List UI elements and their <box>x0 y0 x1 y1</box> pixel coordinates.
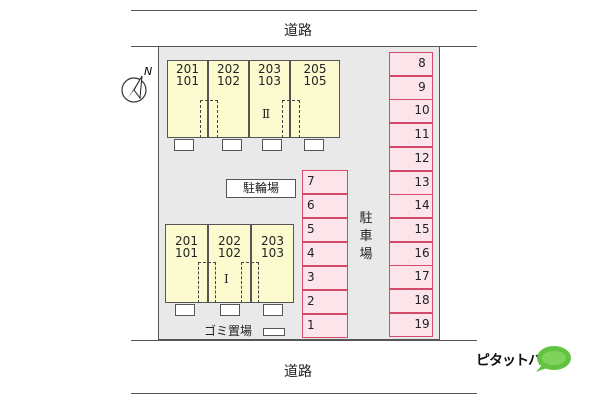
parking-slot: 7 <box>302 170 348 194</box>
parking-slot: 10 <box>389 99 433 124</box>
parking-label: 駐 車 場 <box>358 210 374 264</box>
parking-slot: 4 <box>302 242 348 266</box>
ac-unit <box>174 139 194 151</box>
ac-unit <box>304 139 324 151</box>
unit-upper-number: 203 <box>258 62 281 76</box>
parking-slot: 19 <box>389 312 433 337</box>
ac-unit <box>262 139 282 151</box>
parking-slot: 1 <box>302 314 348 338</box>
north-arrow-icon: N <box>120 64 156 108</box>
parking-slot: 18 <box>389 289 433 313</box>
ac-unit <box>263 304 283 316</box>
top-road-label: 道路 <box>284 23 312 39</box>
unit-top-4: 205 105 <box>290 60 340 138</box>
parking-label-char: 場 <box>359 247 373 262</box>
unit-upper-number: 201 <box>175 234 198 248</box>
unit-upper-number: 202 <box>217 62 240 76</box>
entry-corridor <box>282 100 300 138</box>
unit-upper-number: 205 <box>303 62 327 76</box>
unit-lower-number: 101 <box>175 246 198 260</box>
unit-upper-number: 201 <box>176 62 199 76</box>
parking-slot: 16 <box>389 241 433 266</box>
parking-slot: 15 <box>389 217 433 242</box>
parking-slot: 11 <box>389 123 433 148</box>
parking-slot: 3 <box>302 266 348 290</box>
unit-lower-number: 103 <box>258 74 281 88</box>
north-label: N <box>144 65 152 78</box>
parking-slot: 9 <box>389 75 433 100</box>
parking-slot: 12 <box>389 146 433 171</box>
trash-box <box>263 328 285 336</box>
unit-lower-number: 105 <box>303 74 327 88</box>
unit-bottom-1: 201 101 <box>165 224 208 303</box>
unit-top-2: 202 102 <box>208 60 249 138</box>
trash-area-label: ゴミ置場 <box>204 324 253 338</box>
entry-corridor <box>241 262 259 303</box>
parking-label-char: 車 <box>359 229 373 244</box>
speech-bubble-icon <box>532 344 572 374</box>
unit-lower-number: 102 <box>218 246 241 260</box>
unit-lower-number: 102 <box>217 74 240 88</box>
parking-slot: 5 <box>302 218 348 242</box>
bicycle-parking: 駐輪場 <box>226 179 296 198</box>
entry-corridor <box>200 100 218 138</box>
unit-top-3: 203 103 <box>249 60 290 138</box>
ac-unit <box>175 304 195 316</box>
parking-label-char: 駐 <box>359 211 373 226</box>
ac-unit <box>220 304 240 316</box>
bottom-road-line-upper <box>131 340 477 341</box>
building-top-label: Ⅱ <box>262 107 271 121</box>
bottom-road-label: 道路 <box>284 364 312 380</box>
unit-upper-number: 202 <box>218 234 241 248</box>
unit-top-1: 201 101 <box>167 60 208 138</box>
unit-lower-number: 101 <box>176 74 199 88</box>
parking-slot: 17 <box>389 265 433 290</box>
unit-upper-number: 203 <box>261 234 284 248</box>
parking-slot: 8 <box>389 52 433 76</box>
parking-slot: 2 <box>302 290 348 314</box>
unit-lower-number: 103 <box>261 246 284 260</box>
bottom-road-line-lower <box>131 393 477 394</box>
parking-slot: 6 <box>302 194 348 218</box>
top-road-line <box>131 10 477 11</box>
building-bottom-label: Ⅰ <box>224 272 229 286</box>
parking-slot: 14 <box>389 194 433 219</box>
parking-slot: 13 <box>389 170 433 195</box>
entry-corridor <box>198 262 216 303</box>
ac-unit <box>222 139 242 151</box>
